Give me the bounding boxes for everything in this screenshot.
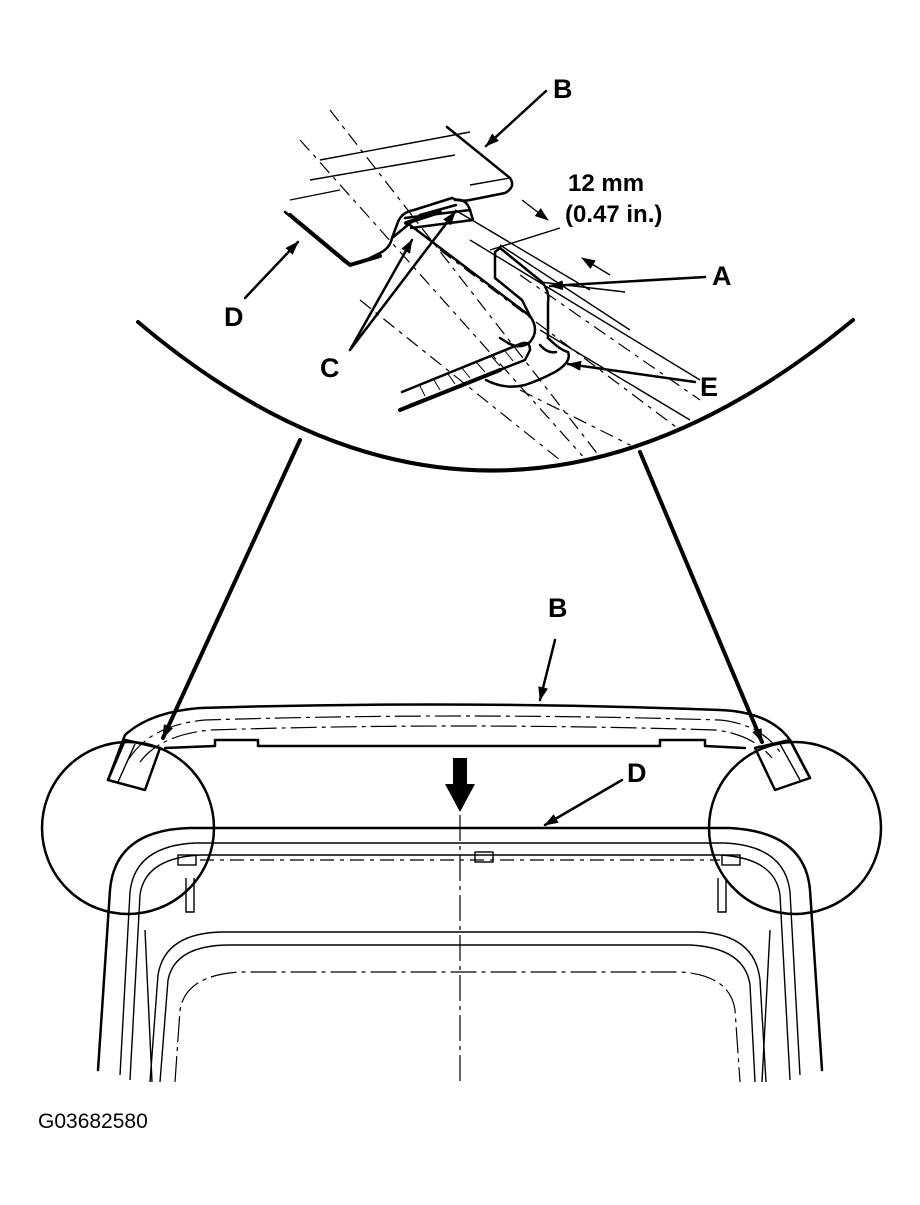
leader-c-2: [348, 210, 457, 352]
leader-d-top: [243, 240, 300, 300]
dimension-metric: 12 mm: [568, 170, 644, 197]
leader-b-bottom: [538, 638, 557, 702]
molding-a-detail: [408, 223, 570, 388]
label-a: A: [712, 261, 732, 291]
zoom-circle-left: [40, 740, 216, 916]
dimension-12mm: 12 mm (0.47 in.): [489, 170, 662, 293]
dimension-imperial: (0.47 in.): [565, 201, 662, 228]
zoom-circle-right: [707, 740, 883, 916]
leader-c-1: [348, 238, 414, 352]
magnified-detail-view: 12 mm (0.47 in.) B A D C E: [136, 74, 855, 744]
clip-detail: [403, 198, 475, 230]
leader-e: [566, 360, 697, 384]
label-c: C: [320, 353, 340, 383]
label-d-bottom: D: [627, 758, 647, 788]
down-arrow-icon: [445, 758, 475, 812]
leader-a: [548, 275, 707, 291]
leader-b-top: [484, 89, 548, 148]
connector-left: [161, 438, 302, 740]
leader-d-bottom: [543, 778, 624, 827]
overall-windshield-view: B D: [40, 593, 883, 1083]
magnifier-arc: [136, 318, 855, 473]
molding-b-outline: [106, 703, 812, 782]
connector-right: [638, 450, 764, 744]
label-d-top: D: [224, 302, 244, 332]
label-e: E: [700, 372, 718, 402]
glass-panel: [289, 109, 701, 464]
label-b-bottom: B: [548, 593, 568, 623]
label-b-top: B: [553, 74, 573, 104]
figure-code: G03682580: [38, 1110, 148, 1133]
body-panel-detail: [398, 341, 532, 412]
